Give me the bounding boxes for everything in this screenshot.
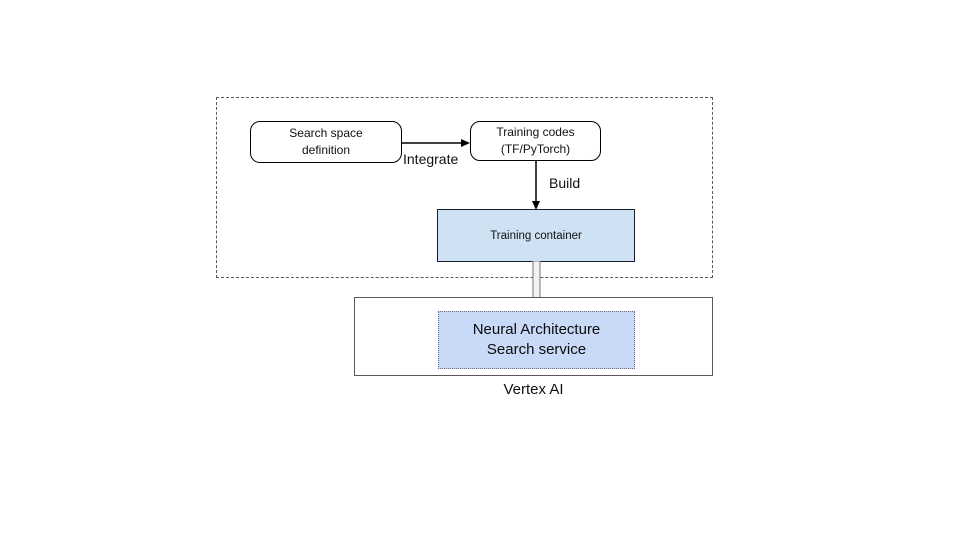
- nas-service-label-line2: Search service: [486, 341, 587, 358]
- integrate-arrow-icon: [402, 139, 470, 147]
- training-container-label: Training container: [490, 229, 582, 242]
- build-edge-label: Build: [549, 175, 581, 191]
- nas-service-node: Neural Architecture Search service: [438, 311, 635, 369]
- training-codes-label-line1: Training codes: [496, 125, 575, 140]
- training-codes-node: Training codes (TF/PyTorch): [470, 121, 601, 161]
- integrate-edge-label: Integrate: [403, 151, 459, 167]
- nas-service-label-line1: Neural Architecture: [472, 320, 601, 338]
- search-space-definition-label-line1: Search space: [289, 126, 363, 141]
- build-arrow-icon: [532, 161, 540, 210]
- search-space-definition-label-line2: definition: [301, 143, 351, 157]
- vertex-ai-caption: Vertex AI: [503, 381, 564, 398]
- training-codes-label-line2: (TF/PyTorch): [500, 142, 571, 156]
- training-container-node: Training container: [437, 209, 635, 262]
- dashed-group-box: [216, 97, 713, 278]
- search-space-definition-node: Search space definition: [250, 121, 402, 163]
